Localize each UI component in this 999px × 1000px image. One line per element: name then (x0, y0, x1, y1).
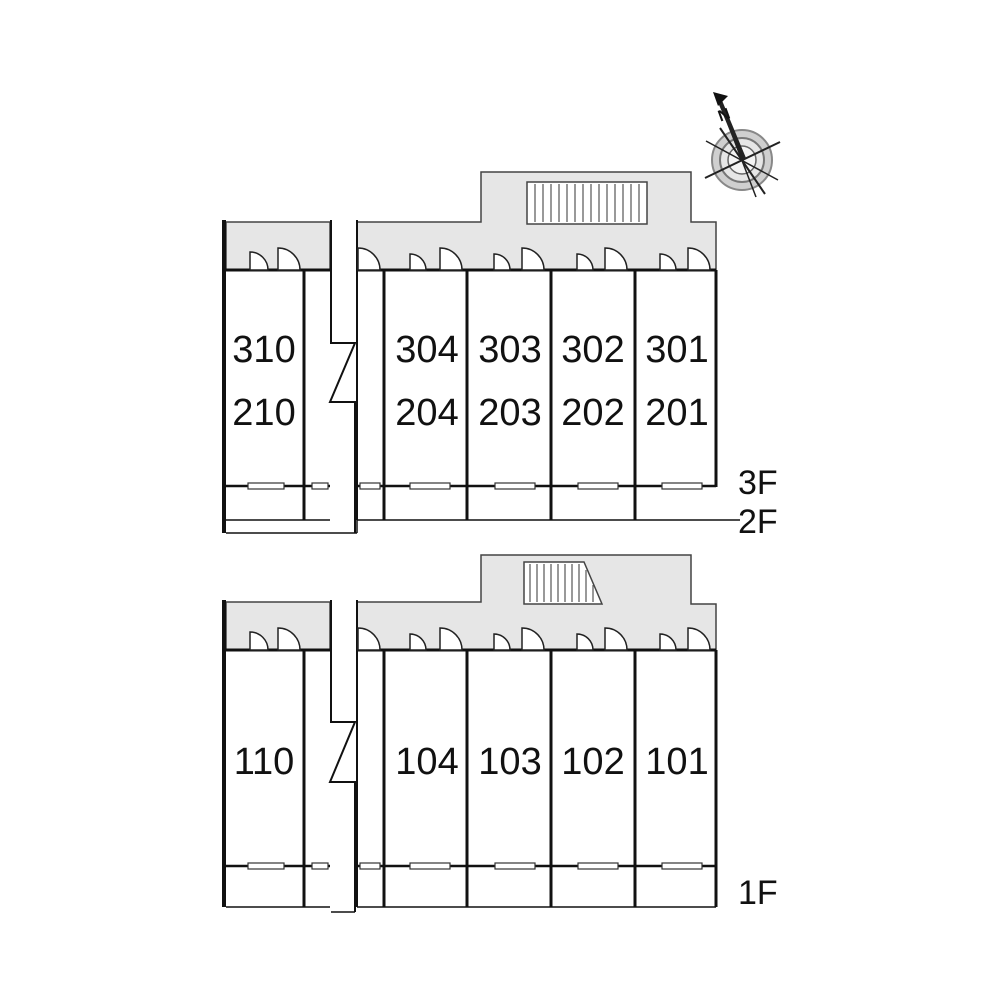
room-number: 301 (645, 329, 708, 371)
lower-floor-plan: 110 104 103 102 101 1F (222, 554, 778, 913)
floor-label: 3F (738, 464, 778, 502)
upper-unit-walls (222, 220, 740, 534)
compass-rose: N (704, 92, 781, 198)
room-number: 102 (561, 741, 624, 783)
upper-windows (247, 482, 703, 490)
room-number: 101 (645, 741, 708, 783)
upper-break-line (328, 220, 357, 533)
room-number: 201 (645, 392, 708, 434)
room-number: 204 (395, 392, 458, 434)
room-number: 303 (478, 329, 541, 371)
room-number: 203 (478, 392, 541, 434)
upper-doors (249, 247, 711, 271)
floor-label: 1F (738, 874, 778, 912)
room-number: 310 (232, 329, 295, 371)
room-number: 103 (478, 741, 541, 783)
upper-stair-icon (526, 181, 648, 225)
room-number: 302 (561, 329, 624, 371)
floor-label: 2F (738, 503, 778, 541)
lower-stair-icon (523, 561, 604, 605)
lower-doors (249, 627, 711, 651)
room-number: 110 (234, 741, 295, 783)
compass-north-label: N (716, 106, 733, 126)
lower-break-line (328, 600, 357, 912)
north-arrow-icon (713, 92, 728, 106)
room-number: 202 (561, 392, 624, 434)
room-number: 210 (232, 392, 295, 434)
room-number: 104 (395, 741, 458, 783)
upper-floor-plan: 310 210 304 204 303 203 302 202 301 201 … (222, 171, 778, 541)
lower-windows (247, 862, 703, 870)
room-number: 304 (395, 329, 458, 371)
